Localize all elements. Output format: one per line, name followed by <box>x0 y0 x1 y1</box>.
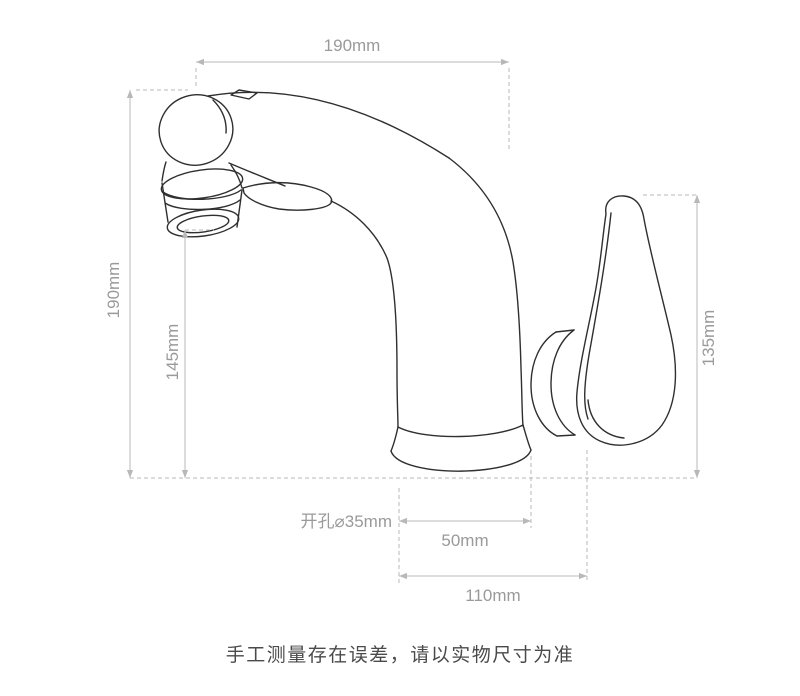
dim-spout-height-label: 145mm <box>163 324 182 381</box>
spray-grip-paddle <box>242 181 333 211</box>
handle-lever <box>575 195 677 446</box>
faucet-body-right <box>448 157 524 427</box>
spray-head-band-1 <box>162 189 242 200</box>
spray-head-neck-right <box>230 164 243 189</box>
handle-collar-top <box>555 329 575 333</box>
dim-base-depth-label: 110mm <box>465 586 520 605</box>
handle-lever-edge <box>584 212 612 420</box>
spout-cap <box>158 94 234 166</box>
dim-total-height-label: 190mm <box>104 262 123 319</box>
dimension-labels: 190mm 190mm 145mm 135mm 开孔⌀35mm 50mm 110… <box>104 36 718 605</box>
dimension-lines <box>126 58 701 584</box>
measurement-note: 手工测量存在误差，请以实物尺寸为准 <box>226 644 575 666</box>
spray-head-face <box>166 208 240 238</box>
faucet-line-drawing <box>158 89 677 472</box>
spray-head-face-inner <box>176 214 230 234</box>
dim-spout-length-label: 190mm <box>324 36 381 55</box>
faucet-base-joint <box>397 424 524 438</box>
spray-head-side-left <box>161 182 169 223</box>
faucet-body-left <box>330 200 399 428</box>
dim-hole-diameter-label: 开孔⌀35mm <box>301 512 392 531</box>
handle-collar-outer <box>530 331 558 437</box>
spray-head-top-ring <box>160 168 244 200</box>
dim-handle-height-label: 135mm <box>699 310 718 367</box>
faucet-base-right <box>522 424 532 451</box>
spray-head-neck-left <box>161 161 167 182</box>
spout-barrel-bottom <box>228 162 286 187</box>
handle-pivot-dome <box>587 399 625 439</box>
spout-cap-rim <box>212 99 227 134</box>
faucet-base-left <box>390 426 399 452</box>
faucet-base-bottom <box>390 449 532 472</box>
spray-head-band-2 <box>164 199 241 211</box>
handle-collar-bottom <box>556 434 576 437</box>
spout-barrel-notch <box>230 89 258 100</box>
dim-base-width-label: 50mm <box>441 531 488 550</box>
spout-barrel-top <box>207 91 450 159</box>
handle-collar-inner <box>550 329 576 436</box>
